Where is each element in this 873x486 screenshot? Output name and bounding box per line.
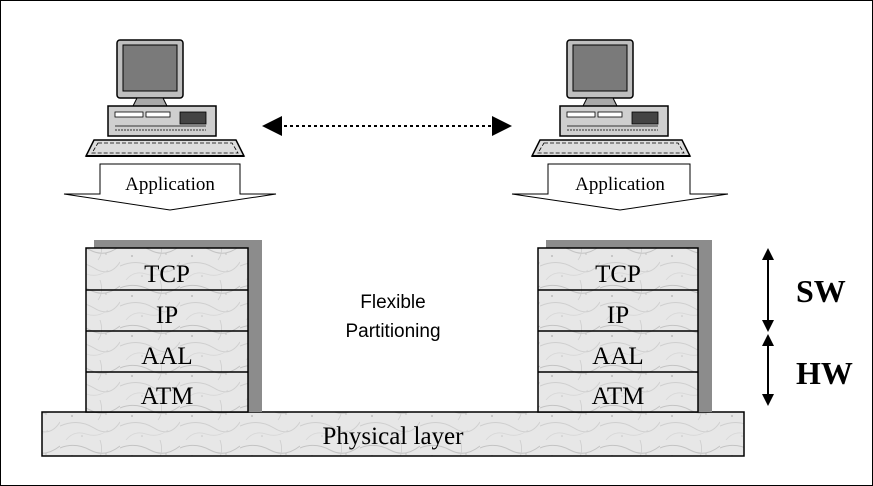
- hw-range-arrow: [762, 334, 774, 406]
- layer-label-left-atm: ATM: [141, 383, 194, 410]
- layer-label-right-aal: AAL: [592, 343, 643, 370]
- application-label-right: Application: [575, 174, 665, 195]
- sw-label: SW: [796, 273, 846, 309]
- application-label-left: Application: [125, 174, 215, 195]
- protocol-stack-left: [85, 240, 262, 413]
- sw-range-arrow: [762, 248, 774, 332]
- hw-label: HW: [796, 355, 853, 391]
- layer-label-left-tcp: TCP: [144, 261, 190, 288]
- flexible-label: Flexible: [360, 292, 425, 313]
- layer-label-right-ip: IP: [607, 302, 629, 329]
- computer-icon-right: [530, 39, 692, 157]
- application-arrow-left: [63, 163, 277, 211]
- application-arrow-right: [511, 163, 729, 211]
- partitioning-label: Partitioning: [345, 321, 440, 342]
- physical-layer-bar: [41, 411, 745, 457]
- layer-label-right-atm: ATM: [592, 383, 645, 410]
- protocol-stack-right: [537, 240, 712, 413]
- layer-label-left-aal: AAL: [141, 343, 192, 370]
- computer-icon-left: [84, 39, 246, 157]
- layer-label-right-tcp: TCP: [595, 261, 641, 288]
- layer-label-left-ip: IP: [156, 302, 178, 329]
- physical-layer-label: Physical layer: [323, 423, 465, 450]
